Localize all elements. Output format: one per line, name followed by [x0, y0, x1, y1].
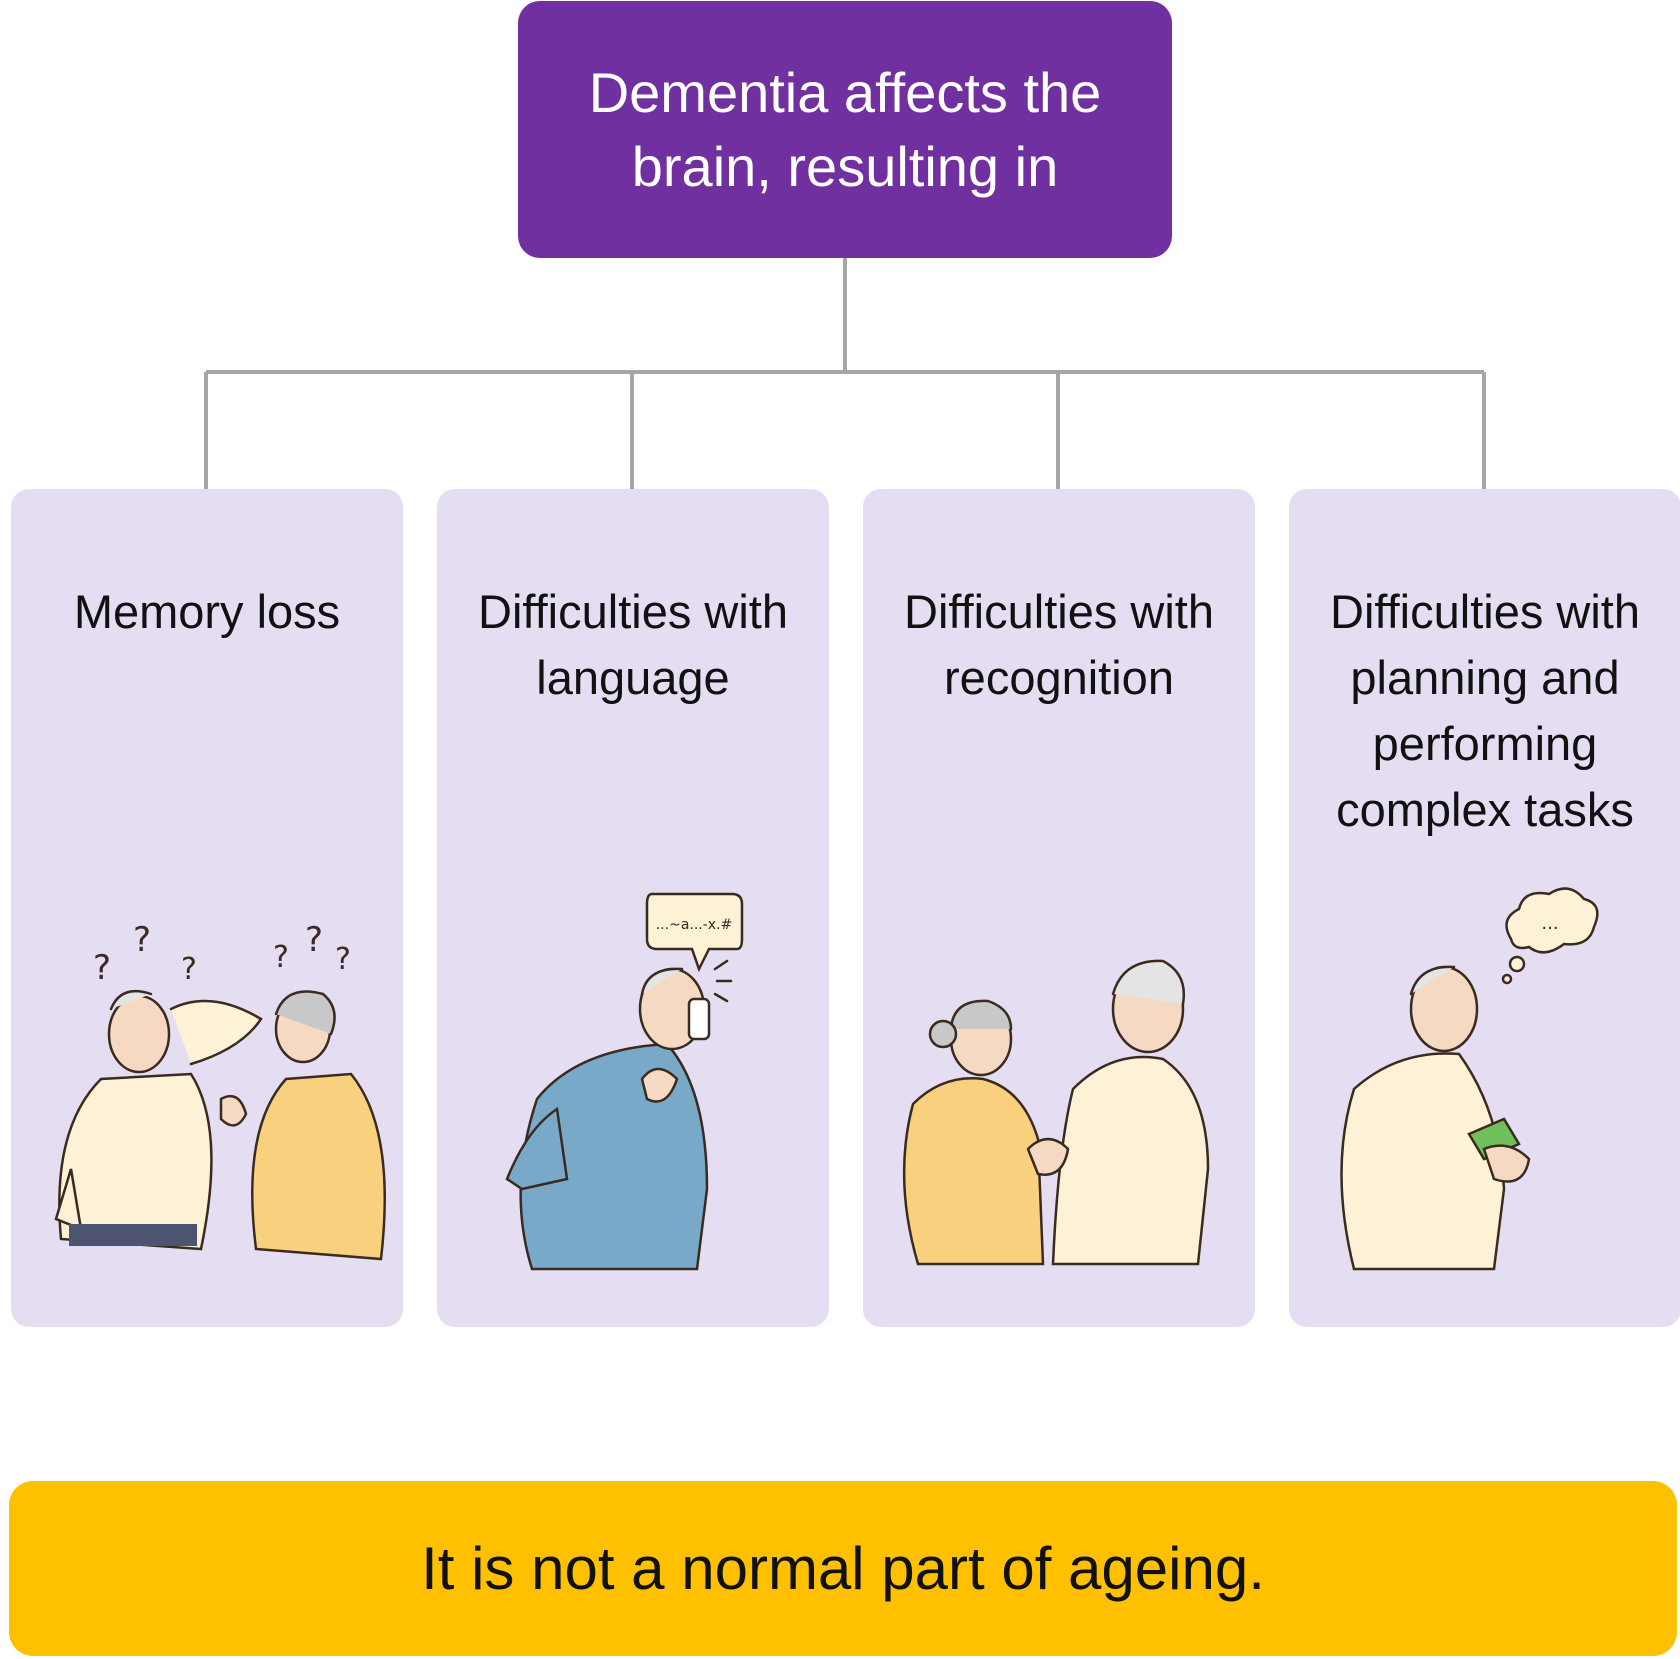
- conclusion-banner: It is not a normal part of ageing.: [9, 1481, 1677, 1656]
- card-label: Difficulties with language: [478, 585, 788, 704]
- svg-text:?: ?: [335, 942, 351, 977]
- card-label: Difficulties with planning and performin…: [1330, 585, 1640, 836]
- root-node: Dementia affects the brain, resulting in: [518, 1, 1172, 258]
- card-label: Memory loss: [73, 585, 341, 638]
- man-on-phone-illustration: ...~a...-x.#: [505, 892, 744, 1271]
- man-counting-money-illustration: ...: [1340, 887, 1599, 1271]
- svg-text:?: ?: [273, 940, 289, 975]
- svg-text:?: ?: [133, 920, 151, 960]
- root-node-text: Dementia affects the brain, resulting in: [588, 60, 1102, 198]
- card-planning: Difficulties with planning and performin…: [1289, 489, 1680, 1327]
- card-label: Difficulties with recognition: [904, 585, 1214, 704]
- card-language: Difficulties with language ...~a...-x.#: [437, 489, 829, 1327]
- speech-bubble-text: ...~a...-x.#: [656, 917, 733, 933]
- svg-text:?: ?: [93, 948, 111, 988]
- svg-text:?: ?: [305, 920, 323, 960]
- thought-bubble-text: ...: [1541, 913, 1558, 934]
- svg-text:?: ?: [181, 952, 197, 987]
- card-recognition: Difficulties with recognition: [863, 489, 1255, 1327]
- confused-elderly-people-illustration: ? ? ? ? ? ?: [54, 920, 386, 1261]
- card-memory-loss: Memory loss ? ? ? ? ? ?: [11, 489, 403, 1327]
- couple-recognition-illustration: [902, 959, 1210, 1266]
- conclusion-text: It is not a normal part of ageing.: [421, 1535, 1265, 1602]
